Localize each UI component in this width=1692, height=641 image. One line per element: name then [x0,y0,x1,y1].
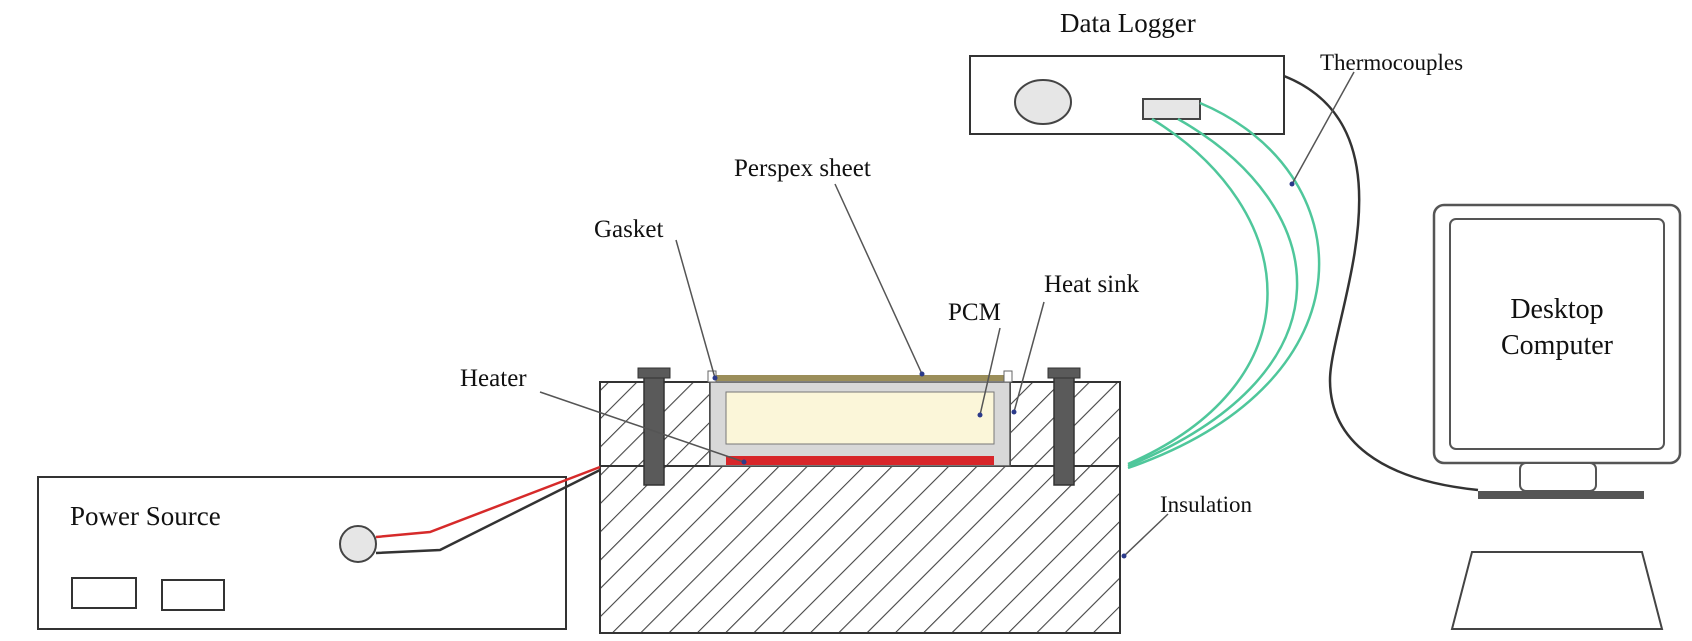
keyboard [1450,551,1664,630]
data-logger-port [1142,98,1201,120]
perspex-sheet-label: Perspex sheet [734,155,871,182]
monitor-neck [1519,462,1597,492]
heater-strip [726,456,994,465]
gasket-leader [675,239,716,379]
insulation-leader-dot [1121,553,1127,559]
heater-label: Heater [460,365,527,392]
thermocouple-wire-3 [1127,101,1321,470]
heat-sink-leader [1013,301,1045,413]
power-source-box [37,476,567,630]
insulation-label: Insulation [1160,492,1252,517]
perspex-sheet-leader [834,183,923,375]
perspex-sheet-leader-dot [919,371,925,377]
gasket-label: Gasket [594,216,663,243]
insulation-block [599,465,1121,634]
power-source-display-2 [161,579,225,611]
positive-wire [375,465,601,539]
heat-sink-label: Heat sink [1044,271,1140,298]
pcm-label: PCM [948,299,1001,326]
thermocouples-label: Thermocouples [1320,50,1463,75]
negative-wire [375,468,601,555]
monitor-screen [1449,218,1665,450]
power-source-label: Power Source [70,501,221,531]
heat-sink-leader-dot [1011,409,1017,415]
insulation-leader [1123,513,1169,557]
gasket-right [1003,370,1013,383]
power-source-display-1 [71,577,137,609]
computer-cable [1283,74,1479,492]
pcm-region [725,391,995,445]
bolt-right-head [1047,367,1081,379]
data-logger-label: Data Logger [1060,8,1196,38]
heater-leader-dot [741,459,747,465]
thermocouple-wire-1 [1127,117,1269,466]
desktop-label: Desktop [1510,294,1603,325]
monitor-base [1478,491,1644,499]
bolt-left-head [637,367,671,379]
data-logger-dial [1014,79,1072,125]
perspex-sheet [712,375,1008,381]
thermocouples-leader-dot [1289,181,1295,187]
heater-leader [539,391,745,463]
pcm-leader [979,327,1001,416]
gasket-leader-dot [712,375,718,381]
thermocouple-wire-2 [1127,117,1299,468]
power-source-terminal [339,525,377,563]
bolt-right [1053,372,1075,486]
pcm-leader-dot [977,412,983,418]
thermocouples-leader [1291,71,1355,185]
computer-label: Computer [1501,330,1614,361]
